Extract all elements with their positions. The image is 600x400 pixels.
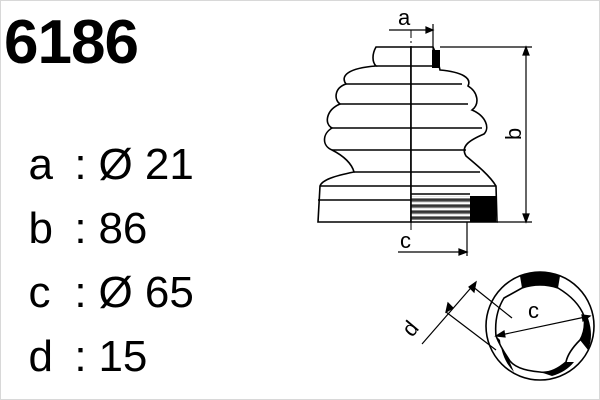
- large-end-clamp: [470, 196, 496, 222]
- bellows-outline-right: [410, 46, 498, 223]
- cross-section: [485, 271, 595, 381]
- section-inner-lobes: [494, 284, 586, 374]
- spec-value: 15: [98, 332, 148, 381]
- spec-row-b: b:86: [4, 157, 147, 253]
- spec-separator: :: [74, 268, 87, 317]
- spec-row-d: d:15: [4, 285, 147, 381]
- section-c-label: c: [528, 298, 539, 323]
- dimension-b: [440, 45, 532, 224]
- spec-key: c: [28, 268, 51, 317]
- dimension-a: [389, 24, 435, 50]
- spec-value: Ø 65: [98, 268, 194, 317]
- spec-key: a: [28, 140, 53, 189]
- spec-key: b: [28, 204, 53, 253]
- dimension-d: [421, 280, 513, 351]
- spec-separator: :: [74, 332, 87, 381]
- spec-value: Ø 21: [98, 140, 194, 189]
- dimension-b-label: b: [501, 128, 526, 140]
- section-outer-circle: [485, 271, 595, 381]
- dimension-a-label: a: [398, 5, 411, 30]
- spec-key: d: [28, 332, 53, 381]
- dimension-c: [398, 222, 469, 256]
- dimension-d-label: d: [397, 316, 424, 341]
- spec-row-c: c:Ø 65: [4, 221, 194, 317]
- spec-separator: :: [74, 140, 87, 189]
- dimension-c-label: c: [400, 228, 411, 253]
- spec-row-a: a:Ø 21: [4, 93, 194, 189]
- spec-separator: :: [74, 204, 87, 253]
- small-end-clamp: [432, 50, 440, 68]
- part-number: 6186: [4, 8, 139, 77]
- section-hatching: [496, 272, 591, 376]
- section-dimension-c: [494, 314, 592, 338]
- bellows-outline: [317, 46, 412, 223]
- bellows-boot: [317, 46, 498, 223]
- large-end-hatch: [411, 196, 470, 220]
- spec-value: 86: [98, 204, 148, 253]
